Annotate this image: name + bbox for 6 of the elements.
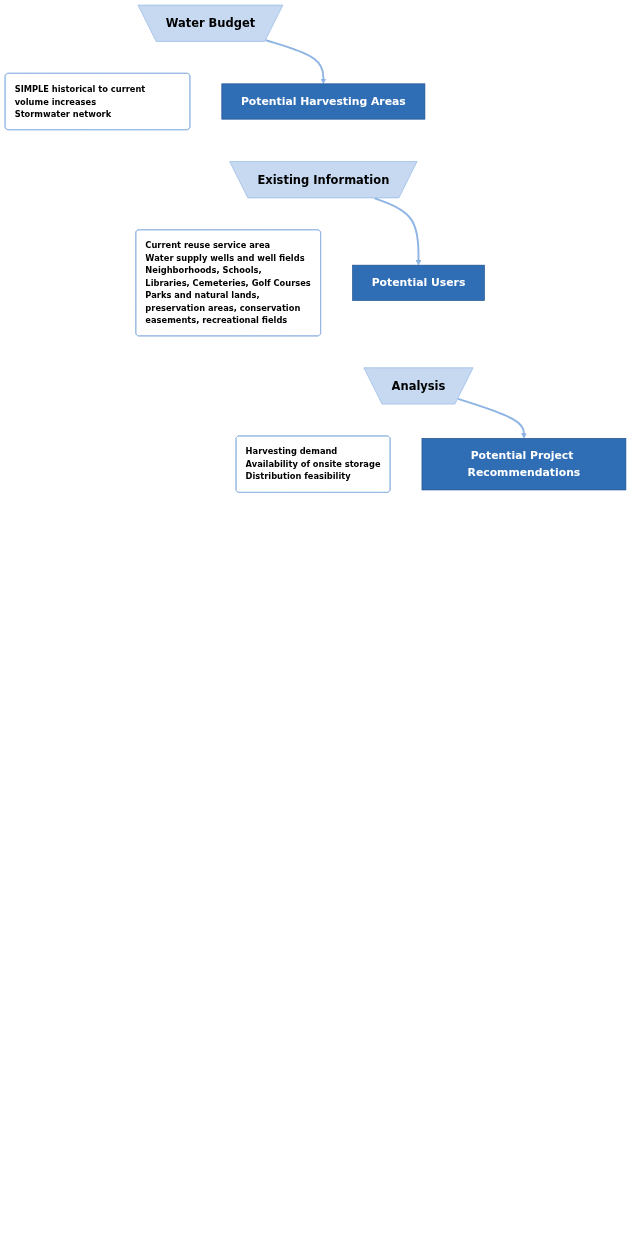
node-box: Potential Users (352, 264, 485, 301)
arrow (373, 197, 422, 266)
arrow (264, 39, 327, 85)
node-box: Potential Harvesting Areas (221, 83, 426, 120)
node-box: Potential Project Recommendations (421, 438, 627, 491)
arrow (457, 397, 527, 439)
